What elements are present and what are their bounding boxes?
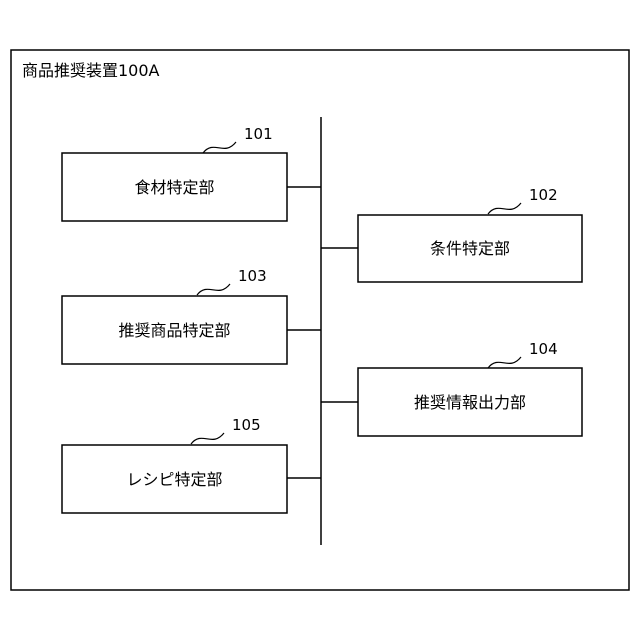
leader-recommend-info-output [488, 357, 521, 368]
ref-recommend-info-output: 104 [529, 340, 558, 358]
ref-food: 101 [244, 125, 273, 143]
box-recommend-info-output-label: 推奨情報出力部 [414, 393, 526, 412]
leader-recipe [191, 433, 224, 444]
box-food-label: 食材特定部 [134, 178, 214, 197]
leader-recommend-product [197, 284, 230, 295]
leader-food [203, 142, 236, 153]
ref-condition: 102 [529, 186, 558, 204]
box-recipe-label: レシピ特定部 [126, 470, 222, 489]
ref-recipe: 105 [232, 416, 261, 434]
leader-condition [488, 203, 521, 214]
box-condition-label: 条件特定部 [430, 239, 510, 258]
ref-recommend-product: 103 [238, 267, 267, 285]
device-title: 商品推奨装置100A [22, 61, 160, 80]
box-recommend-product-label: 推奨商品特定部 [118, 321, 230, 340]
device-frame [11, 50, 629, 590]
